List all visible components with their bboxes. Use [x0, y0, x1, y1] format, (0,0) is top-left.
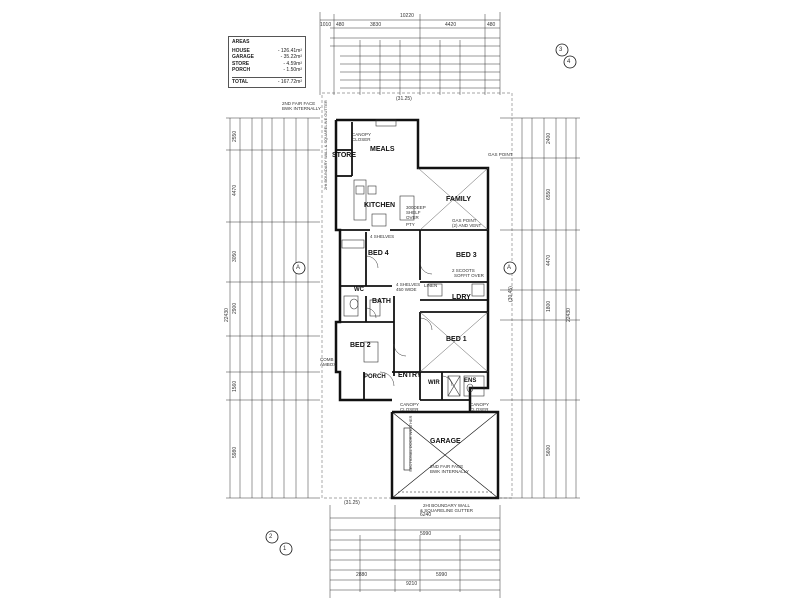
dim-bottom-overall: 9210 [406, 581, 418, 587]
note-pty: PTY [406, 222, 415, 227]
dim-left-seg-6: 5980 [232, 446, 238, 458]
dim-left-seg-4: 2900 [232, 302, 238, 314]
areas-row-porch: PORCH- 1.50m² [232, 67, 302, 73]
dim-right-overall: 22430 [566, 308, 572, 322]
room-wir: WIR [428, 380, 440, 386]
room-lndry: LDRY [452, 294, 471, 301]
dim-right-seg-2: 6550 [546, 188, 552, 200]
dim-top-right-end: 480 [487, 22, 496, 28]
level-bottom: (31.25) [344, 500, 360, 506]
note-shelf-over: 300DEEP SHELF OVER [406, 205, 426, 220]
level-top: (31.25) [396, 96, 412, 102]
note-sectional-door: SECTIONAL DOOR WEATHER [408, 415, 413, 472]
areas-row-store: STORE- 4.59m² [232, 60, 302, 67]
room-bed3: BED 3 [456, 252, 477, 259]
right-dimension-lines [500, 117, 580, 499]
dim-left-overall: 22430 [224, 308, 230, 322]
dim-bottom-left: 2880 [356, 572, 368, 578]
note-scooter: 2 SCOOTS [452, 268, 475, 273]
note-canopy-closer-right: CANOPY CLOSER [470, 402, 490, 412]
note-soffit: SOFFIT OVER [454, 273, 484, 278]
section-mark-a-right: A [507, 265, 512, 271]
dim-left-seg-2: 4470 [232, 184, 238, 196]
room-wc: WC [354, 287, 364, 293]
dim-bottom-right: 5990 [436, 572, 448, 578]
note-garage-face: 2ND FAIR FACE BWK INTERNALLY [430, 464, 469, 474]
dim-left-seg-3: 3050 [232, 250, 238, 262]
dim-top-left-inner: 3830 [370, 22, 382, 28]
dim-right-seg-5: 5600 [546, 444, 552, 456]
section-mark-1: 1 [283, 546, 287, 552]
dim-bottom-inner2: 5990 [420, 531, 432, 537]
dim-top-left-end2: 480 [336, 22, 345, 28]
areas-row-garage: GARAGE- 35.22m² [232, 54, 302, 60]
room-store: STORE [332, 152, 356, 159]
note-four-shelves: 4 SHELVES [370, 234, 395, 239]
bottom-dimension-lines [329, 505, 501, 598]
family-ceiling-lines [417, 167, 489, 373]
note-linen: LINEN [424, 283, 438, 288]
areas-table: AREAS HOUSE- 126.41m² GARAGE- 35.22m² ST… [228, 36, 306, 88]
note-boundary-left: 2Ht BOUNDARY WALL & SQUARELINE GUTTER [323, 100, 328, 190]
dim-left-seg-5: 1560 [232, 380, 238, 392]
door-swings [365, 255, 453, 387]
note-gas-point-mid: GAS POINT (2) AND VENT [452, 218, 482, 228]
note-canopy-closer-top: CANOPY CLOSER [352, 132, 372, 142]
room-family: FAMILY [446, 196, 472, 203]
section-mark-a-left: A [296, 265, 301, 271]
dim-right-seg-4: 1800 [546, 300, 552, 312]
note-four-shelves-linen: 4 SHELVES 450 WIDE [396, 282, 421, 292]
room-ens: ENS [464, 378, 477, 384]
room-bath: BATH [372, 298, 391, 305]
dim-right-seg-1: 2400 [546, 132, 552, 144]
room-meals: MEALS [370, 146, 395, 153]
room-porch: PORCH [364, 374, 386, 380]
dim-right-seg-3: 4470 [546, 254, 552, 266]
areas-row-house: HOUSE- 126.41m² [232, 47, 302, 54]
section-markers [265, 43, 577, 556]
room-bed2: BED 2 [350, 342, 371, 349]
note-gas-point-top: GAS POINT [488, 152, 513, 157]
level-right: (30.45) [508, 286, 514, 302]
dim-top-left-end: 1010 [320, 22, 332, 28]
room-kitchen: KITCHEN [364, 202, 396, 209]
dim-bottom-inner: 6240 [420, 512, 432, 518]
dim-top-overall: 10220 [400, 13, 414, 19]
fixtures [341, 119, 485, 397]
dim-left-seg-1: 2550 [232, 130, 238, 142]
section-mark-2: 2 [269, 534, 273, 540]
room-bed1: BED 1 [446, 336, 467, 343]
section-mark-4: 4 [567, 59, 571, 65]
areas-title: AREAS [232, 39, 250, 45]
garage-walls [390, 410, 500, 500]
note-comb-ambox: COMB AMBOX [320, 357, 337, 367]
left-dimension-lines [226, 117, 320, 499]
dim-top-right-inner: 4420 [445, 22, 457, 28]
room-bed4: BED 4 [368, 250, 389, 257]
areas-row-total: TOTAL- 167.72m² [232, 76, 302, 85]
house-walls [334, 118, 490, 412]
note-top-face: 2ND FAIR FACE BWK INTERNALLY [282, 101, 321, 111]
note-boundary-bottom: 2Ht BOUNDARY WALL & SQUARELINE GUTTER [420, 503, 474, 513]
room-entry: ENTRY [398, 372, 422, 379]
note-canopy-closer-left: CANOPY CLOSER [400, 402, 420, 412]
section-mark-3: 3 [559, 47, 563, 53]
top-dimension-lines [319, 12, 501, 95]
room-garage: GARAGE [430, 438, 461, 445]
